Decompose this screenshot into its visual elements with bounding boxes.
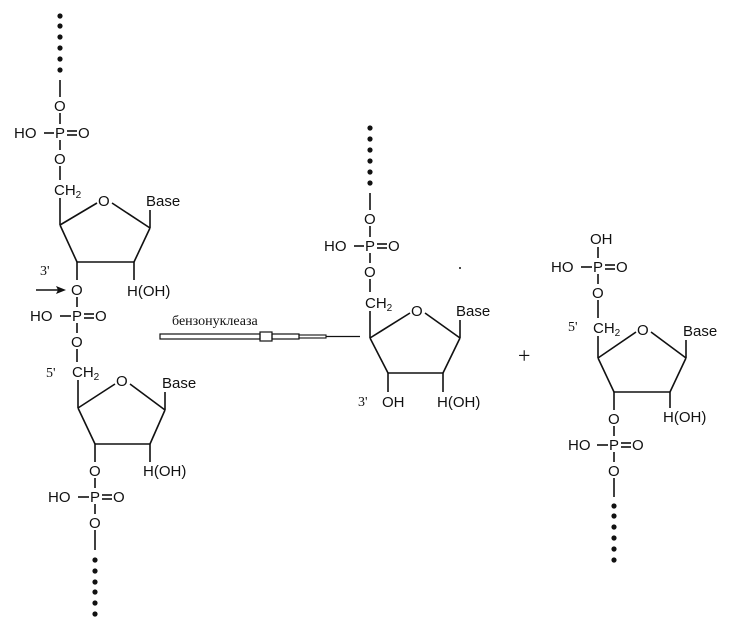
oxygen-atom: O <box>388 238 400 255</box>
hydroxyl-label: HO <box>30 308 53 325</box>
hydroxyl-label: HO <box>551 259 574 276</box>
ch2-group: CH2 <box>54 182 82 201</box>
hydroxyl-or-hydrogen-label: H(OH) <box>663 409 706 426</box>
hydroxyl-label: HO <box>48 489 71 506</box>
product-3-oh-fragment: O HO P O O CH2 O Base H(OH) 3' OH <box>324 125 490 411</box>
chain-continuation-dots-top <box>57 13 63 73</box>
base-label: Base <box>146 193 180 210</box>
plus-sign: + <box>518 343 530 368</box>
reaction-arrow: бензонуклеаза <box>159 314 360 342</box>
base-label: Base <box>683 323 717 340</box>
oxygen-atom: O <box>608 463 620 480</box>
hydroxyl-or-hydrogen-label: H(OH) <box>437 394 480 411</box>
base-label: Base <box>456 303 490 320</box>
ribose-ring: O Base H(OH) 3' OH <box>358 303 490 411</box>
oxygen-atom: O <box>54 151 66 168</box>
oxygen-atom: O <box>364 264 376 281</box>
oxygen-atom: O <box>89 463 101 480</box>
ribose-ring: O Base H(OH) <box>77 373 196 480</box>
oxygen-atom: O <box>113 489 125 506</box>
phosphorus-atom: P <box>55 125 65 142</box>
ch2-group: CH2 <box>72 364 100 383</box>
hydroxyl-or-hydrogen-label: H(OH) <box>127 283 170 300</box>
product-5-phosphate-fragment: OH HO P O O 5' CH2 O Base H(OH) O HO <box>551 231 717 563</box>
ring-oxygen: O <box>116 373 128 390</box>
hydroxyl-label: OH <box>590 231 613 248</box>
oxygen-atom: O <box>632 437 644 454</box>
oxygen-atom: O <box>78 125 90 142</box>
phosphorus-atom: P <box>593 259 603 276</box>
oxygen-atom: O <box>364 211 376 228</box>
hydroxyl-label: OH <box>382 394 405 411</box>
base-label: Base <box>162 375 196 392</box>
prime-3-label: 3' <box>358 395 368 410</box>
ch2-group: CH2 <box>365 295 393 314</box>
phosphorus-atom: P <box>365 238 375 255</box>
prime-5-label: 5' <box>568 320 578 335</box>
chain-continuation-dots-bottom <box>92 557 98 617</box>
oxygen-atom: O <box>95 308 107 325</box>
reaction-arrow-icon <box>159 331 360 342</box>
hydroxyl-label: HO <box>14 125 37 142</box>
chain-continuation-dots-top <box>367 125 373 186</box>
enzyme-label: бензонуклеаза <box>172 314 259 329</box>
substrate-strand: O HO P O O CH2 O Base H(OH) 3' <box>14 13 196 617</box>
hydroxyl-label: HO <box>324 238 347 255</box>
phosphorus-atom: P <box>72 308 82 325</box>
ribose-ring: O Base H(OH) <box>597 322 717 426</box>
hydroxyl-or-hydrogen-label: H(OH) <box>143 463 186 480</box>
oxygen-atom: O <box>608 411 620 428</box>
oxygen-atom: O <box>616 259 628 276</box>
ch2-group: CH2 <box>593 320 621 339</box>
phosphorus-atom: P <box>90 489 100 506</box>
ring-oxygen: O <box>98 193 110 210</box>
prime-3-label: 3' <box>40 264 50 279</box>
chain-continuation-dots-bottom <box>611 503 617 563</box>
phosphorus-atom: P <box>609 437 619 454</box>
oxygen-atom: O <box>54 98 66 115</box>
ring-oxygen: O <box>411 303 423 320</box>
cleavage-site-arrow-icon <box>36 286 66 294</box>
oxygen-atom: O <box>71 282 83 299</box>
oxygen-atom: O <box>71 334 83 351</box>
oxygen-atom: O <box>89 515 101 532</box>
ribose-ring: O Base H(OH) 3' <box>40 193 180 300</box>
oxygen-atom: O <box>592 285 604 302</box>
prime-5-label: 5' <box>46 366 56 381</box>
hydroxyl-label: HO <box>568 437 591 454</box>
ring-oxygen: O <box>637 322 649 339</box>
